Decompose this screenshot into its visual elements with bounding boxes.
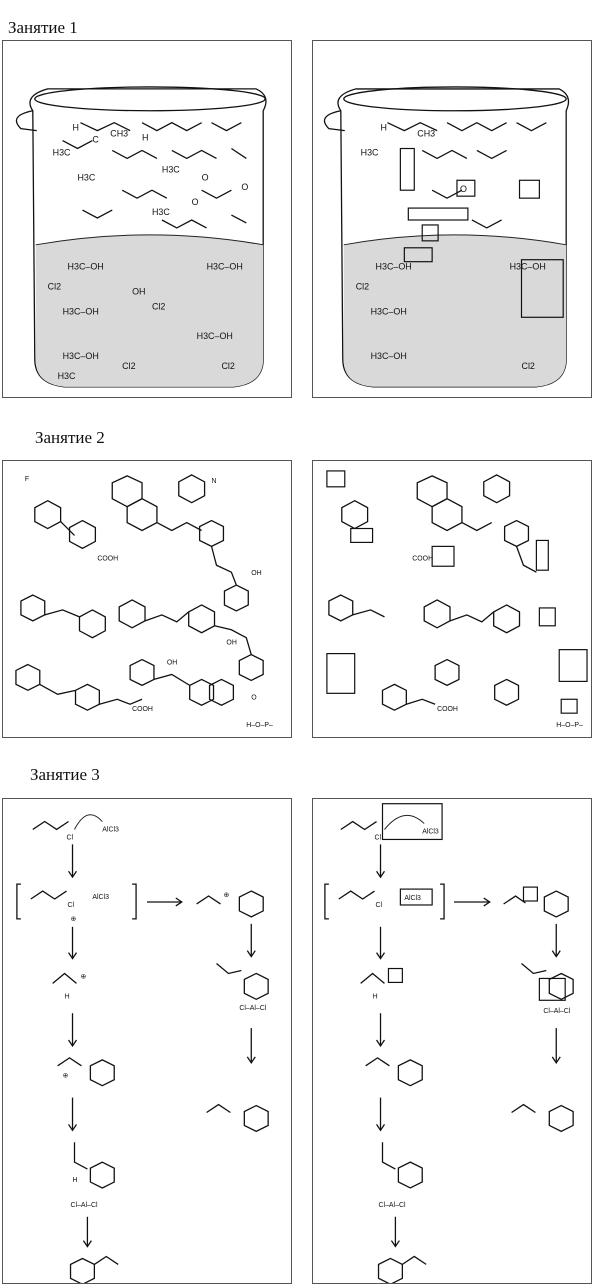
beaker-label: H3C–OH (63, 306, 99, 316)
beaker-panel-original: H C CH3 H3C H H3C H3C O H3C O O H3C–OH H… (2, 40, 292, 398)
mechanism-panel-highlighted: Cl AlCl3 AlCl3 Cl H Cl–Al–Cl Cl–Al–Cl (312, 798, 592, 1284)
beaker-label: H3C–OH (207, 262, 243, 272)
formula-label: F (25, 476, 29, 483)
beaker-diagram-highlighted: H CH3 H3C O H3C–OH H3C–OH Cl2 H3C–OH H3C… (323, 86, 570, 388)
formula-label: OH (167, 660, 177, 667)
beaker-label: Cl2 (122, 361, 135, 371)
beaker-label: H (73, 123, 79, 133)
formula-diagram-original: N COOH OH OH OH COOH H–O–P– F O (15, 474, 273, 729)
h-label: H (73, 1177, 78, 1184)
beaker-label: H3C (58, 371, 76, 381)
alcl4-label: Cl–Al–Cl (239, 1005, 266, 1012)
mechanism-diagram-highlighted: Cl AlCl3 AlCl3 Cl H Cl–Al–Cl Cl–Al–Cl (324, 803, 574, 1283)
beaker-label: H3C (361, 147, 379, 157)
skeletal-formulas (15, 474, 264, 711)
alcl3-label: AlCl3 (422, 828, 439, 835)
highlight-boxes (399, 147, 564, 318)
charge-plus: ⊕ (71, 916, 77, 923)
beaker-label: H3C–OH (510, 262, 546, 272)
beaker-label: H (142, 133, 148, 143)
formula-label: COOH (412, 555, 433, 562)
beaker-label: H3C (77, 172, 95, 182)
beaker-label: H3C–OH (371, 351, 407, 361)
alcl3-label: AlCl3 (92, 894, 109, 901)
beaker-label: H3C–OH (371, 306, 407, 316)
session-title-1: Занятие 1 (8, 18, 78, 37)
formula-panel-highlighted: COOH COOH H–O–P– (312, 460, 592, 738)
formula-label: OH (251, 570, 261, 577)
beaker-label: CH3 (110, 129, 128, 139)
beaker-diagram-original: H C CH3 H3C H H3C H3C O H3C O O H3C–OH H… (15, 86, 267, 388)
formula-label: COOH (132, 706, 153, 713)
highlight-boxes (326, 470, 588, 714)
formula-label: COOH (437, 706, 458, 713)
alcl4-label: Cl–Al–Cl (543, 1008, 570, 1015)
cl-label: Cl (375, 834, 382, 841)
session-title-3: Занятие 3 (30, 765, 100, 784)
formula-diagram-highlighted: COOH COOH H–O–P– (326, 470, 588, 729)
beaker-label: Cl2 (152, 301, 165, 311)
mechanism-panel-original: Cl AlCl3 Cl AlCl3 ⊕ ⊕ ⊕ H Cl–Al–Cl ⊕ (2, 798, 292, 1284)
charge-plus: ⊕ (80, 973, 86, 980)
beaker-label: H3C–OH (197, 331, 233, 341)
beaker-label: O (202, 172, 209, 182)
formula-panel-original: N COOH OH OH OH COOH H–O–P– F O (2, 460, 292, 738)
formula-label: O (251, 694, 257, 701)
beaker-label: C (92, 135, 99, 145)
session-title-2: Занятие 2 (35, 428, 105, 447)
beaker-label: Cl2 (221, 361, 234, 371)
mechanism-diagram-original: Cl AlCl3 Cl AlCl3 ⊕ ⊕ ⊕ H Cl–Al–Cl ⊕ (16, 814, 269, 1283)
formula-label: COOH (97, 555, 118, 562)
h-label: H (373, 993, 378, 1000)
charge-plus: ⊕ (223, 892, 229, 899)
beaker-label: H3C–OH (68, 262, 104, 272)
beaker-label: Cl2 (522, 361, 535, 371)
beaker-label: H3C–OH (376, 262, 412, 272)
beaker-label: Cl2 (356, 281, 369, 291)
alcl3-label: AlCl3 (102, 826, 119, 833)
cl-label: Cl (67, 834, 74, 841)
alcl3-label: AlCl3 (404, 895, 421, 902)
beaker-label: O (192, 197, 199, 207)
beaker-label: O (241, 182, 248, 192)
formula-label: OH (226, 640, 236, 647)
formula-label: H–O–P– (556, 722, 583, 729)
beaker-label: H3C (152, 207, 170, 217)
beaker-label: O (460, 184, 467, 194)
charge-plus: ⊕ (63, 1073, 69, 1080)
beaker-label: H3C (53, 147, 71, 157)
gas-phase-molecules (62, 121, 247, 229)
beaker-label: H3C–OH (63, 351, 99, 361)
beaker-panel-highlighted: H CH3 H3C O H3C–OH H3C–OH Cl2 H3C–OH H3C… (312, 40, 592, 398)
cl-label: Cl (376, 902, 383, 909)
beaker-label: Cl2 (48, 282, 61, 292)
alcl4-label: Cl–Al–Cl (71, 1202, 98, 1209)
beaker-label: H (381, 123, 387, 133)
beaker-label: OH (132, 286, 145, 296)
cl-label: Cl (68, 902, 75, 909)
formula-label: H–O–P– (246, 722, 273, 729)
beaker-label: CH3 (417, 129, 435, 139)
alcl4-label: Cl–Al–Cl (379, 1202, 406, 1209)
beaker-label: H3C (162, 164, 180, 174)
formula-label: N (212, 478, 217, 485)
h-label: H (65, 993, 70, 1000)
